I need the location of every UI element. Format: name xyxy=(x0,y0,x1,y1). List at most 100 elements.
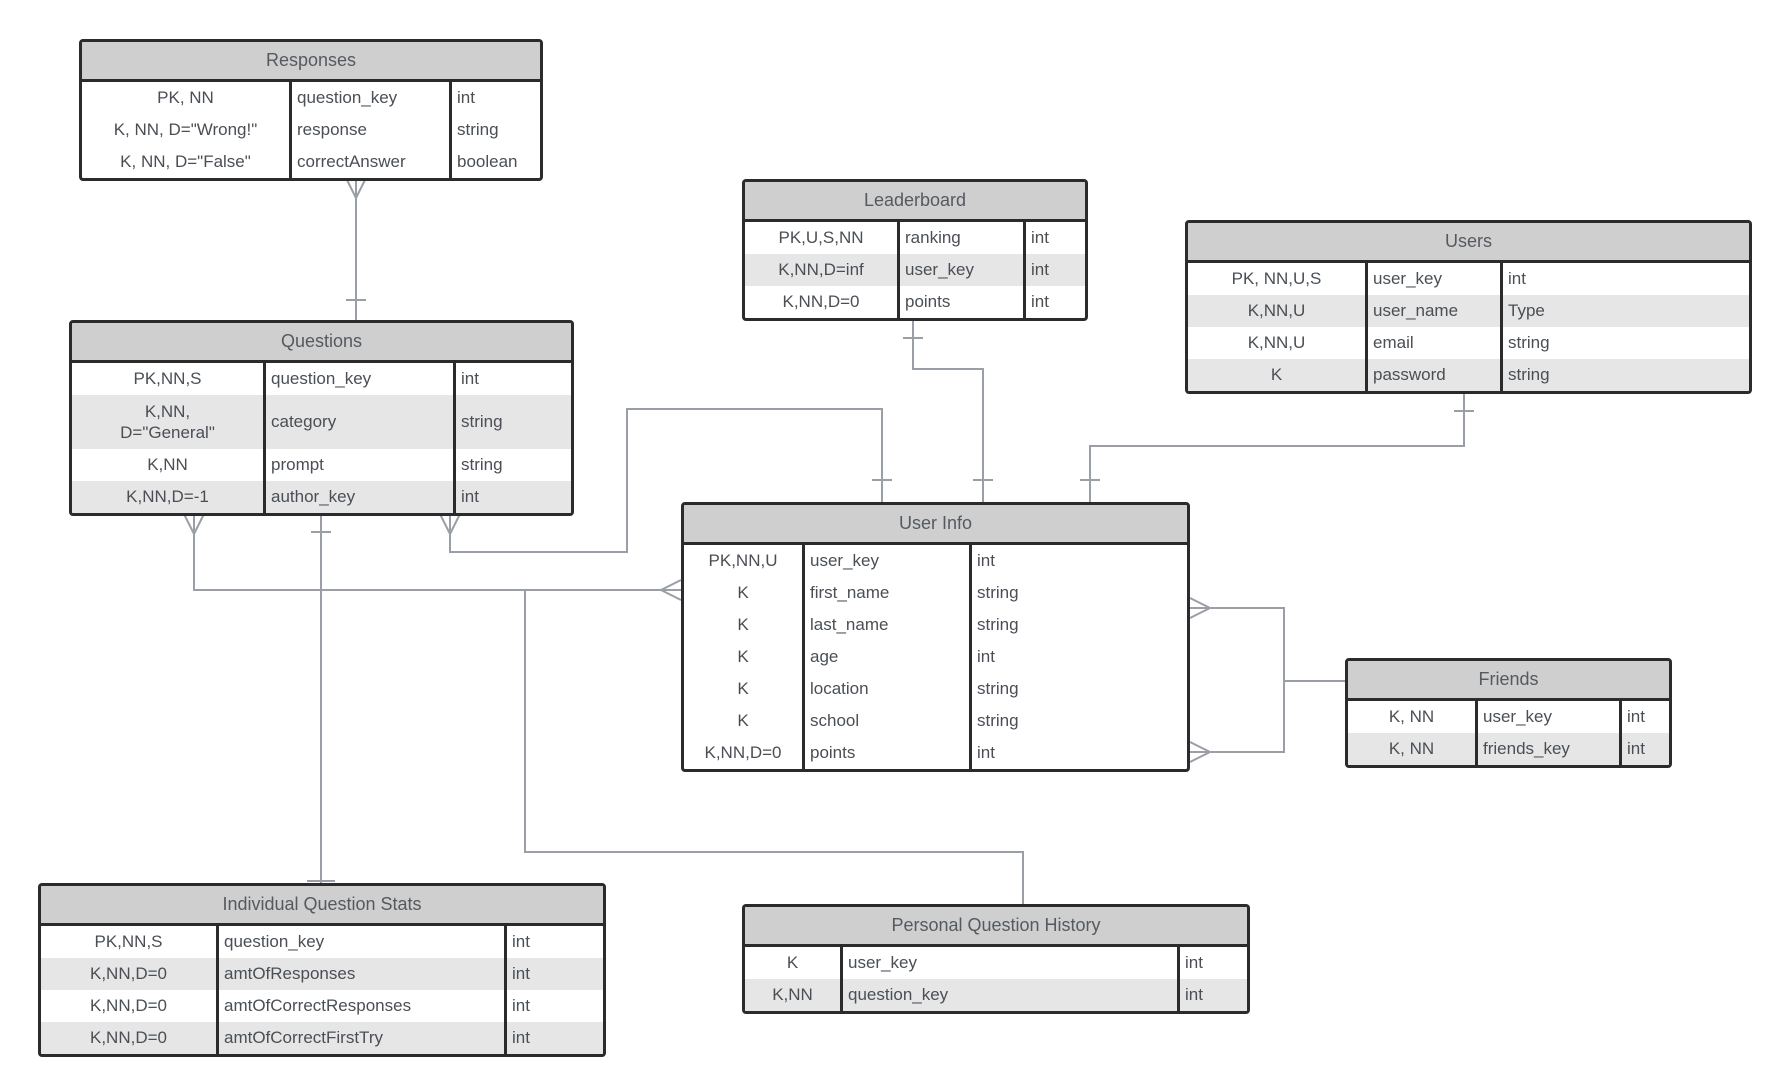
row-field-name: question_key xyxy=(266,363,456,395)
row-field-name: user_name xyxy=(1368,295,1503,327)
row-field-name: response xyxy=(292,114,452,146)
row-data-type: int xyxy=(512,996,530,1015)
row-field-name: category xyxy=(266,395,456,449)
row-field-name: user_key xyxy=(1368,263,1503,295)
row-constraints: K,NN,D=0 xyxy=(684,737,805,769)
row-field-name: last_name xyxy=(805,609,972,641)
crowfoot-friends-top xyxy=(1189,597,1213,619)
crowfoot-questions-left xyxy=(183,513,205,537)
row-data-type: string xyxy=(1508,333,1550,352)
row-data-type: int xyxy=(1031,260,1049,279)
crowfoot-questions-right xyxy=(439,513,461,537)
row-constraints: PK,U,S,NN xyxy=(745,222,900,254)
row-data-type: int xyxy=(461,487,479,506)
row-constraints: K xyxy=(684,609,805,641)
row-field-name: school xyxy=(805,705,972,737)
row-constraints: K,NN,D=inf xyxy=(745,254,900,286)
row-data-type: string xyxy=(977,679,1019,698)
crowfoot-friends-bottom xyxy=(1189,741,1213,763)
row-constraints: K xyxy=(684,673,805,705)
row-constraints: K,NN,U xyxy=(1188,327,1368,359)
entity-title: Individual Question Stats xyxy=(41,886,603,926)
row-constraints: PK, NN,U,S xyxy=(1188,263,1368,295)
row-field-name: correctAnswer xyxy=(292,146,452,178)
row-field-name: password xyxy=(1368,359,1503,391)
row-data-type: string xyxy=(1508,365,1550,384)
row-constraints: PK,NN,S xyxy=(41,926,219,958)
entity-title: Personal Question History xyxy=(745,907,1247,947)
row-constraints: PK, NN xyxy=(82,82,292,114)
crowfoot-responses xyxy=(345,177,367,201)
row-data-type: int xyxy=(457,88,475,107)
row-constraints: K, NN xyxy=(1348,733,1478,765)
row-constraints: K xyxy=(684,705,805,737)
row-data-type: int xyxy=(977,551,995,570)
row-field-name: amtOfCorrectFirstTry xyxy=(219,1022,507,1054)
row-data-type: int xyxy=(1031,292,1049,311)
row-constraints: K xyxy=(684,641,805,673)
row-data-type: int xyxy=(1031,228,1049,247)
row-field-name: user_key xyxy=(843,947,1180,979)
row-field-name: age xyxy=(805,641,972,673)
row-field-name: first_name xyxy=(805,577,972,609)
row-data-type: int xyxy=(512,1028,530,1047)
row-field-name: amtOfCorrectResponses xyxy=(219,990,507,1022)
row-field-name: author_key xyxy=(266,481,456,513)
connector-history xyxy=(524,590,1024,904)
entity-title: Questions xyxy=(72,323,571,363)
row-data-type: int xyxy=(512,932,530,951)
row-constraints: K,NN,D=0 xyxy=(745,286,900,318)
crowfoot-userinfo-left xyxy=(658,579,682,601)
connector-questions-userinfo xyxy=(193,514,681,591)
row-data-type: string xyxy=(977,711,1019,730)
row-data-type: Type xyxy=(1508,301,1545,320)
row-data-type: int xyxy=(1627,707,1645,726)
row-field-name: points xyxy=(900,286,1026,318)
row-field-name: user_key xyxy=(900,254,1026,286)
row-data-type: int xyxy=(1508,269,1526,288)
row-constraints: K,NN xyxy=(745,979,843,1011)
entity-title: Leaderboard xyxy=(745,182,1085,222)
row-field-name: prompt xyxy=(266,449,456,481)
row-constraints: K,NN, D="General" xyxy=(72,395,266,449)
row-data-type: string xyxy=(977,615,1019,634)
row-constraints: K,NN,U xyxy=(1188,295,1368,327)
row-data-type: string xyxy=(461,455,503,474)
row-data-type: string xyxy=(461,412,503,431)
row-data-type: int xyxy=(512,964,530,983)
row-constraints: K xyxy=(684,577,805,609)
row-constraints: K,NN,D=0 xyxy=(41,1022,219,1054)
row-data-type: int xyxy=(1627,739,1645,758)
row-constraints: K xyxy=(745,947,843,979)
row-data-type: int xyxy=(461,369,479,388)
row-field-name: question_key xyxy=(219,926,507,958)
row-constraints: PK,NN,U xyxy=(684,545,805,577)
row-constraints: K, NN, D="Wrong!" xyxy=(82,114,292,146)
row-field-name: amtOfResponses xyxy=(219,958,507,990)
